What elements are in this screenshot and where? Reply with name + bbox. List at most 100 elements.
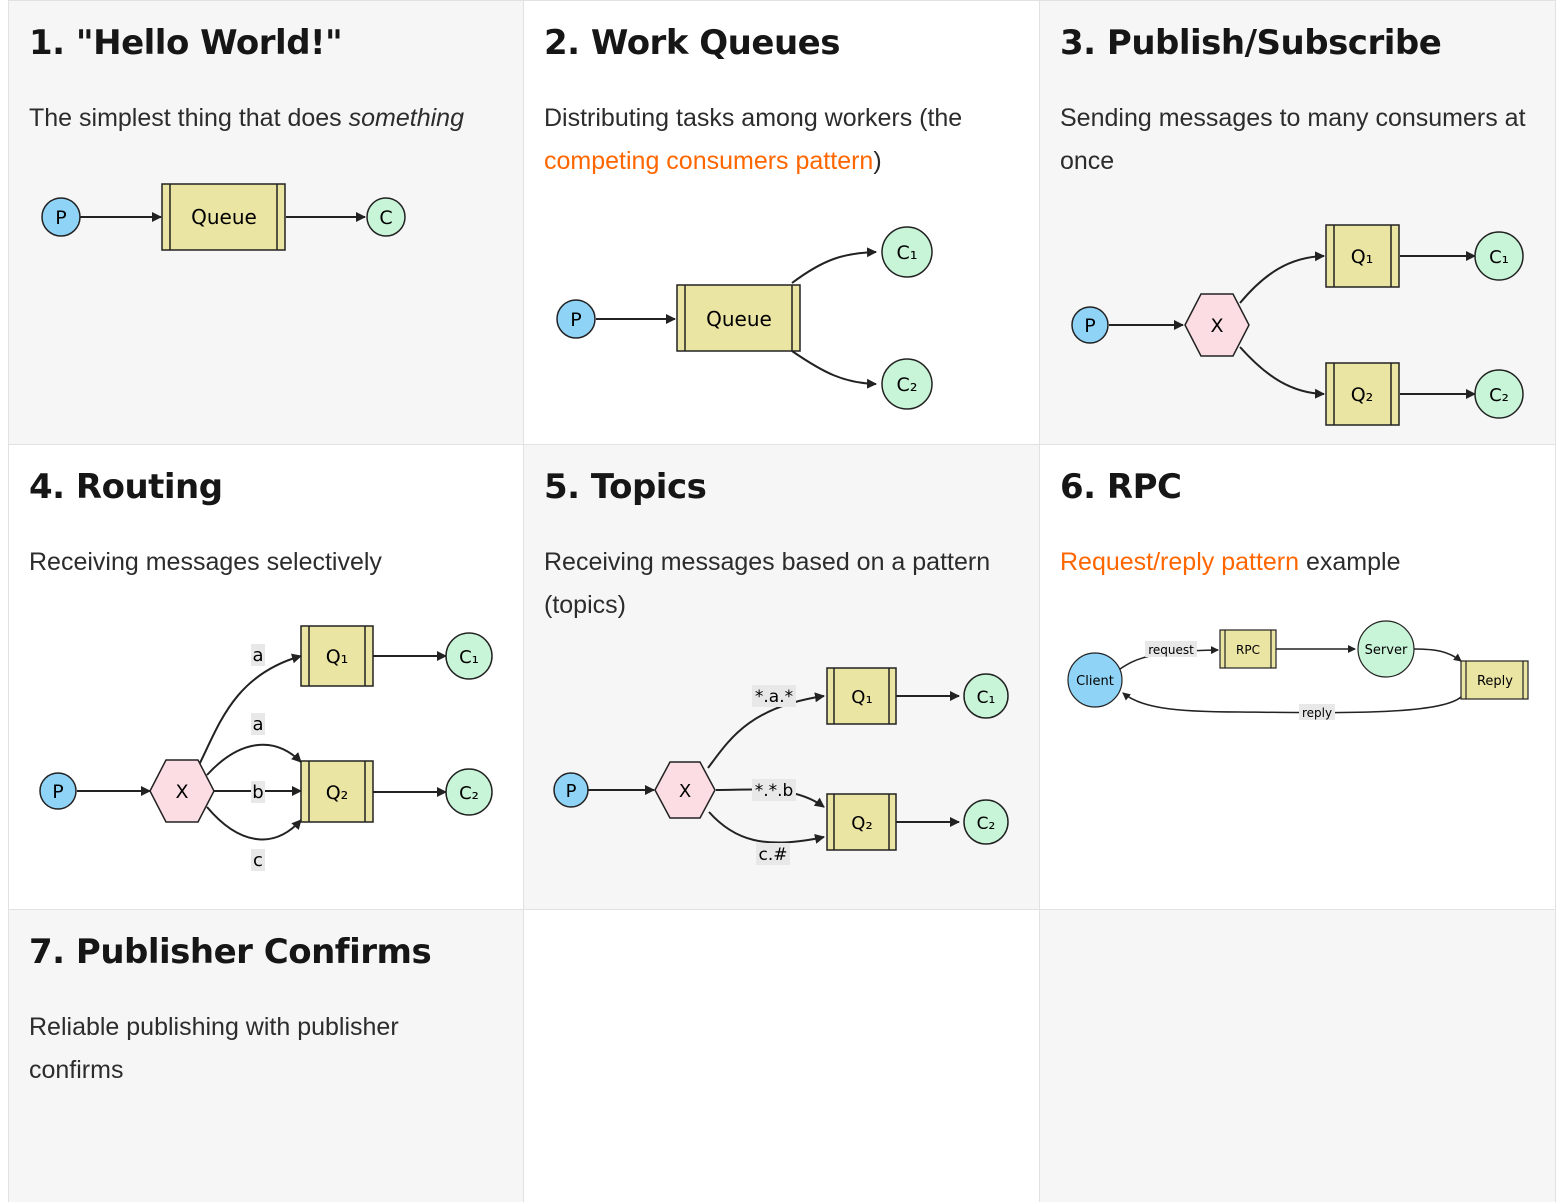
svg-text:RPC: RPC	[1236, 643, 1260, 657]
consumer-1-node: C₁	[445, 632, 493, 680]
svg-text:b: b	[252, 782, 263, 803]
tutorial-card-work-queues[interactable]: 2. Work Queues Distributing tasks among …	[524, 0, 1040, 445]
svg-text:C: C	[379, 207, 392, 229]
rpc-queue-node: RPC	[1219, 629, 1277, 669]
svg-text:C₂: C₂	[459, 783, 479, 804]
consumer-2-node: C₂	[881, 358, 933, 410]
queue-1-node: Q₁	[300, 625, 374, 687]
routing-key-label: b	[251, 781, 265, 803]
empty-card	[524, 910, 1040, 1202]
reply-label: reply	[1299, 704, 1335, 720]
tutorial-description: The simplest thing that does something	[29, 104, 464, 132]
binding-pattern-label: c.#	[756, 843, 790, 865]
rpc-diagram: request reply Client RPC Server Reply	[1067, 620, 1529, 720]
tutorial-card-topics[interactable]: 5. Topics Receiving messages based on a …	[524, 445, 1040, 910]
svg-text:Queue: Queue	[191, 205, 257, 229]
svg-text:Client: Client	[1076, 674, 1114, 689]
svg-text:Q₁: Q₁	[326, 646, 349, 668]
tutorial-title[interactable]: 2. Work Queues	[544, 23, 840, 63]
svg-text:P: P	[55, 207, 66, 229]
svg-text:request: request	[1148, 643, 1194, 657]
hello-world-diagram: P Queue C	[41, 183, 406, 251]
svg-text:*.*.b: *.*.b	[755, 781, 794, 801]
svg-text:Q₂: Q₂	[1351, 384, 1374, 406]
svg-text:C₁: C₁	[459, 647, 479, 668]
svg-text:C₂: C₂	[1489, 385, 1509, 406]
tutorial-title[interactable]: 7. Publisher Confirms	[29, 932, 432, 972]
svg-text:C₁: C₁	[897, 242, 918, 264]
exchange-node: X	[149, 759, 215, 823]
svg-text:C₁: C₁	[1489, 247, 1509, 268]
svg-text:Q₂: Q₂	[326, 782, 349, 804]
queue-node: Queue	[676, 284, 801, 352]
tutorial-description: Distributing tasks among workers (the co…	[544, 104, 963, 175]
svg-text:C₂: C₂	[897, 374, 918, 396]
exchange-node: X	[654, 761, 716, 819]
svg-text:a: a	[252, 645, 263, 666]
queue-1-node: Q₁	[1325, 224, 1400, 288]
queue-2-node: Q₂	[1325, 362, 1400, 426]
svg-text:X: X	[1210, 315, 1223, 337]
consumer-2-node: C₂	[963, 799, 1009, 845]
svg-text:reply: reply	[1302, 706, 1332, 720]
empty-card	[1040, 910, 1556, 1202]
svg-text:Server: Server	[1365, 643, 1408, 658]
tutorial-card-publish-subscribe[interactable]: 3. Publish/Subscribe Sending messages to…	[1040, 0, 1556, 445]
producer-node: P	[553, 772, 589, 808]
client-node: Client	[1067, 652, 1123, 708]
consumer-1-node: C₁	[963, 673, 1009, 719]
tutorial-card-rpc[interactable]: 6. RPC Request/reply pattern example req…	[1040, 445, 1556, 910]
producer-node: P	[39, 772, 77, 810]
producer-node: P	[556, 299, 596, 339]
exchange-node: X	[1184, 293, 1250, 357]
work-queues-diagram: P Queue C₁ C₂	[556, 226, 933, 410]
tutorial-description: Reliable publishing with publisher confi…	[29, 1013, 399, 1084]
consumer-node: C	[366, 197, 406, 237]
producer-node: P	[1071, 306, 1109, 344]
producer-node: P	[41, 197, 81, 237]
svg-text:Q₁: Q₁	[1351, 246, 1374, 268]
competing-consumers-link[interactable]: competing consumers pattern	[544, 147, 874, 175]
queue-node: Queue	[161, 183, 286, 251]
svg-text:Q₁: Q₁	[851, 687, 872, 708]
svg-text:*.a.*: *.a.*	[755, 687, 793, 707]
queue-2-node: Q₂	[300, 760, 374, 823]
tutorial-title[interactable]: 6. RPC	[1060, 467, 1182, 507]
consumer-1-node: C₁	[1474, 231, 1524, 281]
svg-text:P: P	[52, 781, 63, 803]
tutorial-card-routing[interactable]: 4. Routing Receiving messages selectivel…	[8, 445, 524, 910]
request-label: request	[1145, 641, 1197, 657]
binding-pattern-label: *.*.b	[752, 779, 796, 801]
routing-key-label: a	[251, 644, 265, 666]
tutorial-description: Receiving messages selectively	[29, 548, 382, 576]
request-reply-link[interactable]: Request/reply pattern	[1060, 548, 1300, 576]
tutorial-description: Request/reply pattern example	[1060, 548, 1401, 576]
svg-text:c.#: c.#	[759, 845, 788, 865]
publish-subscribe-diagram: P X Q₁ Q₂ C₁ C₂	[1071, 224, 1524, 426]
svg-text:a: a	[252, 714, 263, 735]
routing-diagram: a a b c P X Q₁	[39, 625, 493, 871]
queue-2-node: Q₂	[826, 793, 897, 851]
svg-text:Queue: Queue	[706, 307, 772, 331]
routing-key-label: c	[251, 849, 265, 871]
tutorial-title[interactable]: 3. Publish/Subscribe	[1060, 23, 1442, 63]
binding-pattern-label: *.a.*	[752, 685, 796, 707]
tutorial-description: Receiving messages based on a pattern (t…	[544, 548, 991, 619]
routing-key-label: a	[251, 713, 265, 735]
consumer-2-node: C₂	[445, 768, 493, 816]
tutorial-title[interactable]: 5. Topics	[544, 467, 707, 507]
svg-text:Reply: Reply	[1477, 674, 1513, 689]
tutorial-title[interactable]: 1. "Hello World!"	[29, 23, 343, 63]
tutorial-card-hello-world[interactable]: 1. "Hello World!" The simplest thing tha…	[8, 0, 524, 445]
svg-text:c: c	[253, 850, 263, 871]
svg-text:X: X	[175, 781, 188, 803]
svg-text:X: X	[679, 781, 691, 802]
tutorial-title[interactable]: 4. Routing	[29, 467, 223, 507]
consumer-2-node: C₂	[1474, 369, 1524, 419]
topics-diagram: *.a.* *.*.b c.# P X Q₁ Q₂	[553, 667, 1009, 865]
svg-text:P: P	[570, 309, 581, 331]
reply-queue-node: Reply	[1460, 660, 1529, 700]
tutorial-card-publisher-confirms[interactable]: 7. Publisher Confirms Reliable publishin…	[8, 910, 524, 1202]
svg-text:C₂: C₂	[977, 814, 996, 834]
svg-text:Q₂: Q₂	[851, 813, 872, 834]
